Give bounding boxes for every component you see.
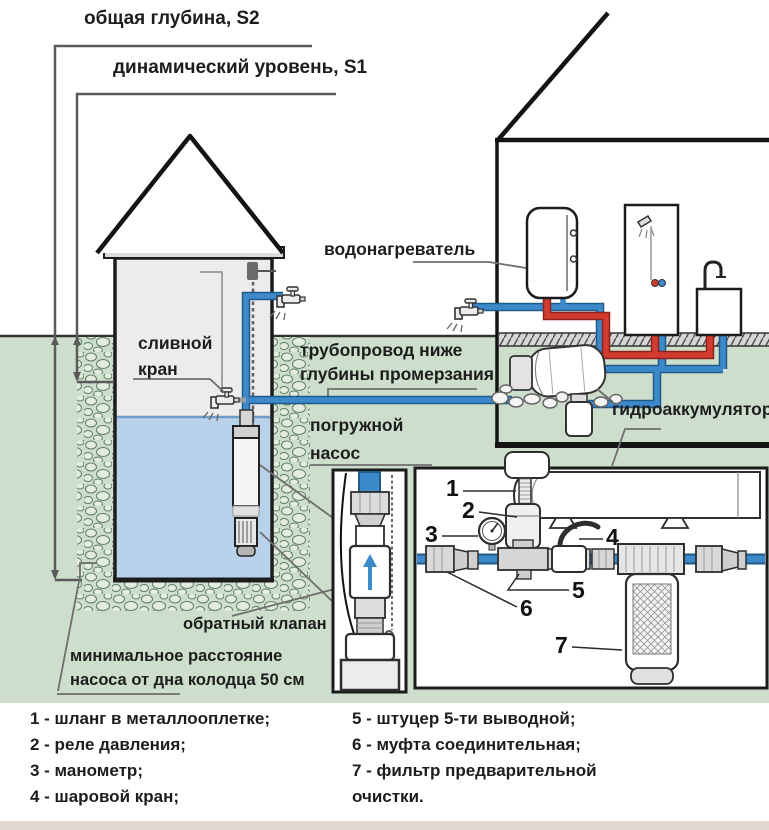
- sink-faucet-icon: [703, 260, 723, 289]
- well-house-roof: [95, 133, 285, 255]
- detail-number-7: 7: [555, 632, 568, 658]
- bottom-band: [0, 821, 769, 830]
- water-heater: [525, 206, 579, 300]
- legend-item-2: 2 - реле давления;: [30, 735, 186, 754]
- label-dynamic-level: динамический уровень, S1: [113, 57, 368, 78]
- detail-number-2: 2: [462, 497, 475, 523]
- house-roof-slope: [495, 11, 610, 143]
- gravel-backfill: [77, 337, 310, 611]
- detail-number-leaders: [442, 490, 623, 651]
- label-pump-line1: погружной: [310, 415, 404, 435]
- stones: [491, 384, 623, 409]
- label-pipeline-line2: глубины промерзания: [300, 364, 495, 384]
- label-min-distance: минимальное расстояние насоса от дна кол…: [70, 644, 305, 692]
- label-drain-tap: сливной кран: [138, 330, 212, 382]
- check-valve: [348, 544, 392, 600]
- label-total-depth: общая глубина, S2: [84, 8, 260, 29]
- legend-item-5: 5 - штуцер 5-ти выводной;: [352, 709, 576, 728]
- legend-item-1: 1 - шланг в металлооплетке;: [30, 709, 270, 728]
- legend-item-3: 3 - манометр;: [30, 761, 143, 780]
- legend-item-4: 4 - шаровой кран;: [30, 787, 180, 806]
- submersible-pump: [232, 409, 260, 557]
- label-drain-tap-line1: сливной: [138, 333, 213, 353]
- detail-coupling: [425, 545, 479, 573]
- label-water-heater: водонагреватель: [324, 239, 476, 259]
- hydroaccumulator-station: [491, 344, 623, 437]
- label-min-distance-line1: минимальное расстояние: [70, 647, 283, 665]
- detail-right-coupling: [695, 545, 747, 573]
- label-hydroaccumulator: гидроаккумулятор: [612, 399, 769, 419]
- detail-number-3: 3: [425, 521, 438, 547]
- label-min-distance-line2: насоса от дна колодца 50 см: [70, 671, 305, 689]
- depth-brackets: [53, 44, 336, 582]
- detail-pump-head: [504, 451, 550, 479]
- detail-prefilter: [617, 543, 685, 685]
- label-submersible-pump: погружной насос: [310, 411, 403, 467]
- pump-cable: [339, 472, 355, 635]
- leader-lines: [57, 261, 661, 695]
- detail-number-1: 1: [446, 475, 459, 501]
- pump-station-inset: [413, 451, 769, 690]
- detail-ball-valve: [547, 520, 601, 573]
- sink: [695, 260, 743, 337]
- shower-stall: [623, 203, 680, 337]
- check-valve-inset: [331, 468, 408, 694]
- label-drain-tap-line2: кран: [138, 359, 178, 379]
- detail-number-4: 4: [606, 524, 619, 550]
- detail-pressure-gauge: [477, 516, 507, 551]
- inline-filter: [565, 393, 593, 437]
- bracket-arrows: [51, 336, 81, 580]
- legend-column-right: 5 - штуцер 5-ти выводной; 6 - муфта соед…: [352, 706, 597, 810]
- drain-tap-rod: [200, 271, 223, 388]
- detail-five-way-fitting: [497, 539, 549, 580]
- label-pump-line2: насос: [310, 443, 361, 463]
- label-pipeline-line1: трубопровод ниже: [300, 340, 463, 360]
- legend-item-6: 6 - муфта соединительная;: [352, 735, 581, 754]
- label-pipeline: трубопровод ниже глубины промерзания: [300, 338, 494, 386]
- label-check-valve: обратный клапан: [183, 615, 327, 633]
- detail-number-5: 5: [572, 577, 585, 603]
- legend-column-left: 1 - шланг в металлооплетке; 2 - реле дав…: [30, 706, 270, 810]
- legend-item-7: 7 - фильтр предварительной очистки.: [352, 761, 597, 806]
- detail-number-6: 6: [520, 595, 533, 621]
- well-house: [95, 133, 285, 259]
